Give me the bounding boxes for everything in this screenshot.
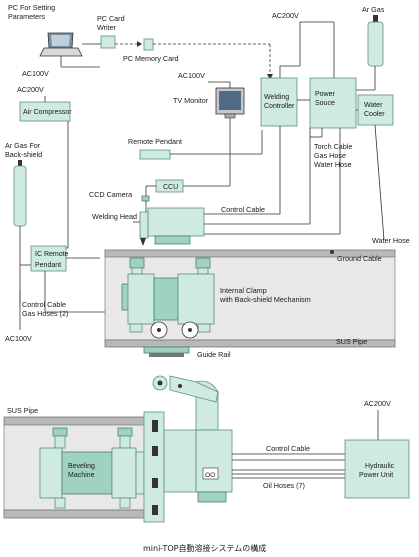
air-compressor-label: Air Compressor	[23, 109, 72, 116]
welding-controller-label-2: Controller	[264, 103, 295, 110]
guide-rail-label: Guide Rail	[197, 350, 231, 359]
ar-gas-backshield-label-1: Ar Gas For	[5, 141, 41, 150]
ccd-camera-icon	[141, 195, 150, 202]
remote-pendant-box	[139, 149, 171, 160]
parameters-label: Parameters	[8, 12, 46, 21]
pc-card-writer-label-1: PC Card	[97, 14, 125, 23]
oo-mark-label: OO	[205, 472, 215, 479]
hydraulic-power-unit-box	[344, 439, 410, 499]
power-source-box	[309, 77, 357, 129]
internal-clamp-label-2: with Back-shield Mechanism	[219, 295, 311, 304]
ic-remote-label-2: Pendant	[35, 262, 61, 269]
water-cooler-label-2: Cooler	[364, 111, 385, 118]
pc-memory-card-label: PC Memory Card	[123, 54, 179, 63]
control-cable-top-label: Control Cable	[221, 205, 265, 214]
welding-controller-label-1: Welding	[264, 94, 289, 101]
ground-cable-label: Ground Cable	[337, 254, 382, 263]
welding-head	[139, 207, 205, 246]
internal-clamp-label-1: Internal Clamp	[220, 286, 267, 295]
welding-controller-box	[260, 77, 298, 127]
laptop-icon	[39, 32, 83, 57]
oil-hoses-label: Oil Hoses (7)	[263, 481, 305, 490]
beveling-label-2: Machine	[68, 472, 95, 479]
ar-gas-cylinder-top	[367, 15, 384, 67]
hydraulic-label-1: Hydraulic	[365, 463, 395, 470]
tv-monitor-icon	[215, 87, 245, 119]
pc-memory-card-icon	[143, 38, 154, 51]
ic-remote-pendant-box	[30, 245, 67, 272]
gas-hoses-label: Gas Hoses (2)	[22, 309, 68, 318]
air-compressor-box	[19, 101, 71, 122]
tv-monitor-label: TV Monitor	[173, 96, 209, 105]
sus-pipe-bottom-label: SUS Pipe	[7, 406, 38, 415]
internal-clamp	[121, 257, 215, 339]
ccd-camera-label: CCD Camera	[89, 190, 132, 199]
water-hose-1-label: Water Hose	[314, 160, 352, 169]
hydraulic-label-2: Power Unit	[359, 472, 393, 479]
remote-pendant-label: Remote Pendant	[128, 137, 182, 146]
ar-gas-top-label: Ar Gas	[362, 5, 385, 14]
ac100v-bottom-label: AC100V	[5, 334, 32, 343]
pc-card-writer-box	[100, 35, 116, 49]
welding-head-label: Welding Head	[92, 212, 137, 221]
ac200v-top-label: AC200V	[272, 11, 299, 20]
ccu-label: CCU	[163, 184, 178, 191]
ac100v-pc-label: AC100V	[22, 69, 49, 78]
power-source-label-1: Power	[315, 91, 336, 98]
torch-cable-label: Torch Cable	[314, 142, 352, 151]
ac200v-hydraulic-label: AC200V	[364, 399, 391, 408]
guide-rail	[143, 346, 190, 357]
control-cable-left-label: Control Cable	[22, 300, 66, 309]
ic-remote-label-1: IC Remote	[35, 251, 69, 258]
ar-gas-cylinder-left	[13, 160, 27, 227]
caption: mini-TOP自動溶接システムの構成	[143, 543, 266, 553]
sus-pipe-upper	[104, 249, 396, 348]
control-cable-bottom-label: Control Cable	[266, 444, 310, 453]
pc-card-writer-label-2: Writer	[97, 23, 117, 32]
sus-pipe-top-label: SUS Pipe	[336, 337, 367, 346]
ac200v-left-label: AC200V	[17, 85, 44, 94]
water-hose-2-label: Water Hose	[372, 236, 410, 245]
gas-hose-label: Gas Hose	[314, 151, 346, 160]
water-cooler-box	[357, 94, 394, 126]
ar-gas-backshield-label-2: Back-shield	[5, 150, 42, 159]
beveling-label-1: Beveling	[68, 463, 95, 470]
ac100v-tv-label: AC100V	[178, 71, 205, 80]
power-source-label-2: Souce	[315, 100, 335, 107]
water-cooler-label-1: Water	[364, 102, 383, 109]
beveling-machine	[39, 375, 233, 523]
pc-setting-label: PC For Setting	[8, 3, 55, 12]
